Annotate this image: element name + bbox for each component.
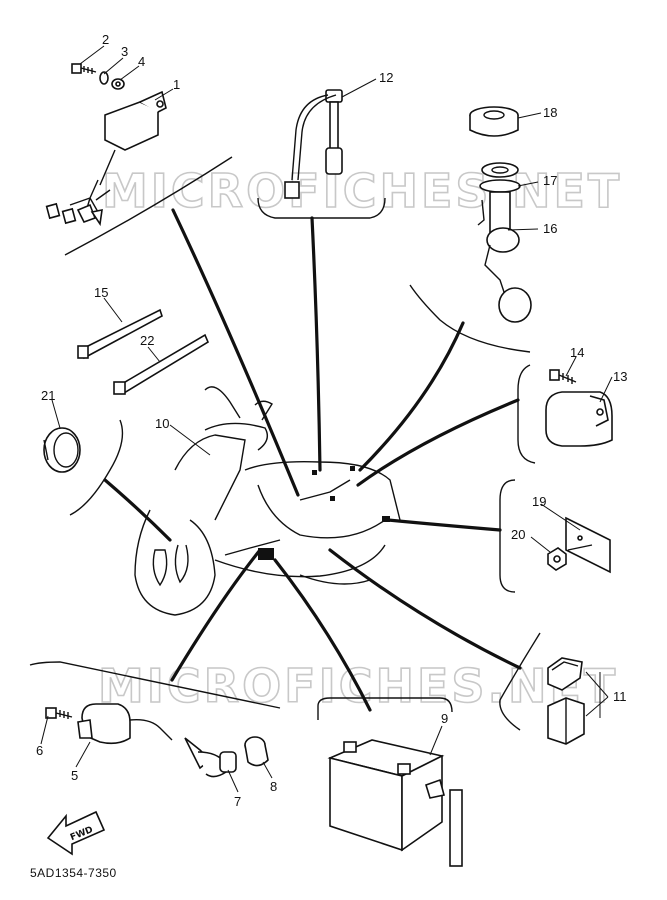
- fuel-pump-cap-18: [469, 106, 519, 137]
- sensor-12: [284, 89, 343, 199]
- callout-15: 15: [94, 285, 108, 300]
- frame-fuel-pump: [409, 284, 531, 353]
- wire-fuel-pump: [358, 321, 465, 472]
- callout-16: 16: [543, 221, 557, 236]
- ignition-coil-5: [77, 703, 173, 745]
- plate-19: [565, 516, 611, 574]
- wire-sensor: [310, 216, 322, 472]
- callout-8: 8: [270, 779, 277, 794]
- callout-18: 18: [543, 105, 557, 120]
- ignitor-unit: [45, 90, 167, 227]
- frame-sensor: [257, 197, 386, 219]
- callout-2: 2: [102, 32, 109, 47]
- callout-21: 21: [41, 388, 55, 403]
- callout-1: 1: [173, 77, 180, 92]
- frame-ignitor: [64, 156, 233, 256]
- wire-coil: [170, 548, 262, 682]
- screw-2: [71, 63, 97, 74]
- wire-relay: [356, 398, 520, 487]
- frame-coil: [29, 661, 281, 709]
- wire-fuse: [328, 548, 522, 670]
- cable-tie-22: [113, 333, 210, 395]
- callout-3: 3: [121, 44, 128, 59]
- callout-4: 4: [138, 54, 145, 69]
- bolt-6: [45, 707, 73, 719]
- callout-9: 9: [441, 711, 448, 726]
- callout-7: 7: [234, 794, 241, 809]
- callout-11: 11: [613, 689, 627, 704]
- nut-20: [547, 544, 593, 571]
- wire-cap: [103, 478, 172, 542]
- callout-13: 13: [613, 369, 627, 384]
- wire-plate: [386, 518, 502, 532]
- callout-labels: 1 2 3 4 5 6 7 8 9 10 11 12 13 14 15 16 1…: [36, 32, 627, 809]
- callout-22: 22: [140, 333, 154, 348]
- battery-9: [327, 739, 463, 867]
- scooter-frame-harness-10: [134, 386, 401, 616]
- cable-tie-15: [77, 308, 163, 360]
- callout-6: 6: [36, 743, 43, 758]
- callout-12: 12: [379, 70, 393, 85]
- frame-plate: [499, 479, 516, 593]
- frame-battery: [317, 697, 453, 720]
- relay-13: [545, 391, 613, 447]
- frame-fuse: [499, 632, 541, 731]
- wire-ignitor: [171, 208, 300, 497]
- diagram-code: 5AD1354-7350: [30, 866, 117, 880]
- bolt-14: [549, 369, 577, 384]
- callout-14: 14: [570, 345, 584, 360]
- frame-relay: [517, 364, 536, 464]
- plug-cap-7: [184, 737, 237, 778]
- watermark-top: MICROFICHES.NET: [102, 164, 622, 218]
- fuel-pump-gasket-17: [479, 162, 521, 193]
- cap-21: [43, 427, 81, 473]
- callout-17: 17: [543, 173, 557, 188]
- leader-lines: [40, 45, 613, 793]
- fuse-box-11: [547, 657, 585, 745]
- lock-washer-3: [99, 71, 109, 85]
- callout-19: 19: [532, 494, 546, 509]
- callout-5: 5: [71, 768, 78, 783]
- frame-cap: [69, 419, 124, 516]
- seal-8: [244, 736, 269, 767]
- forward-direction-arrow: FWD: [46, 810, 106, 856]
- callout-10: 10: [155, 416, 169, 431]
- fuel-pump-16: [477, 191, 532, 323]
- callout-20: 20: [511, 527, 525, 542]
